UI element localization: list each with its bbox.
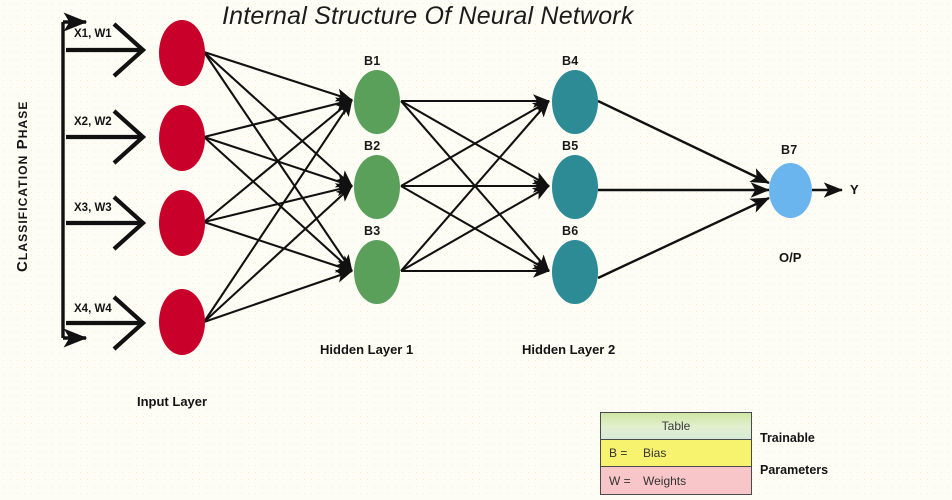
caption-input-layer: Input Layer — [137, 394, 208, 409]
legend-header-text: Table — [661, 419, 691, 433]
hidden2-node-b6 — [552, 240, 598, 304]
hidden2-node-b4 — [552, 70, 598, 134]
output-caption: O/P — [779, 250, 802, 265]
hidden1-label-b1: B1 — [364, 54, 381, 68]
hidden1-label-b2: B2 — [364, 139, 381, 153]
input-node-2 — [159, 105, 205, 171]
input-node-4 — [159, 289, 205, 355]
legend-table: Table B = Bias W = Weights — [600, 412, 752, 495]
edges-hidden1-to-hidden2 — [400, 94, 550, 278]
caption-hidden-layer-2: Hidden Layer 2 — [522, 342, 616, 357]
output-signal-label: Y — [850, 182, 859, 197]
hidden2-node-b5 — [552, 155, 598, 219]
input-label-3: X3, W3 — [74, 202, 112, 214]
input-arrow-1 — [66, 22, 147, 78]
legend-row-weights: W = Weights — [601, 467, 751, 494]
legend-note-parameters: Parameters — [760, 463, 829, 477]
hidden1-node-b2 — [354, 155, 400, 219]
edges-hidden2-to-output — [597, 99, 770, 280]
input-arrow-3 — [66, 195, 147, 251]
input-label-1: X1, W1 — [74, 28, 112, 40]
legend-bias-key: B = — [609, 446, 628, 460]
hidden2-label-b4: B4 — [562, 54, 579, 68]
legend-header-row: Table — [601, 413, 751, 440]
page-title: Internal Structure Of Neural Network — [222, 2, 634, 30]
phase-label-text: CLASSIFICATION PHASE — [14, 100, 31, 273]
classification-phase-label: CLASSIFICATION PHASE — [14, 101, 31, 273]
input-label-2: X2, W2 — [74, 116, 112, 128]
legend-weights-key: W = — [609, 473, 631, 488]
hidden1-node-b3 — [354, 240, 400, 304]
legend-note-trainable: Trainable — [760, 431, 815, 445]
input-label-4: X4, W4 — [74, 303, 112, 315]
input-node-1 — [159, 20, 205, 86]
output-label-b7: B7 — [781, 143, 798, 157]
edges-input-to-hidden1 — [203, 51, 353, 323]
hidden1-node-b1 — [354, 70, 400, 134]
hidden2-label-b6: B6 — [562, 224, 579, 238]
legend-weights-value: Weights — [643, 473, 687, 488]
input-node-3 — [159, 190, 205, 256]
hidden1-label-b3: B3 — [364, 224, 381, 238]
caption-hidden-layer-1: Hidden Layer 1 — [320, 342, 414, 357]
legend-bias-value: Bias — [643, 446, 667, 460]
input-arrow-2 — [66, 109, 147, 165]
legend-row-bias: B = Bias — [601, 440, 751, 467]
output-node-b7 — [769, 163, 812, 218]
input-arrow-4 — [66, 295, 147, 351]
hidden2-label-b5: B5 — [562, 139, 579, 153]
